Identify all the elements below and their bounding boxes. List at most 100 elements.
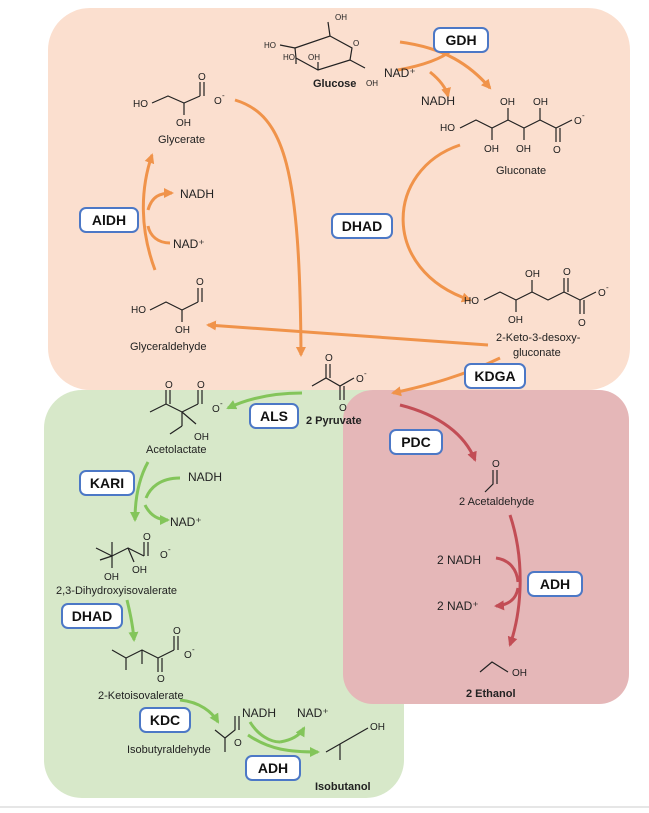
svg-text:O: O <box>157 674 165 685</box>
svg-text:OH: OH <box>500 97 515 108</box>
enzyme-adh-right[interactable]: ADH <box>527 571 583 597</box>
enzyme-kdga[interactable]: KDGA <box>464 363 526 389</box>
glycerate-label: Glycerate <box>158 134 205 146</box>
arrow-acetolactate-dhiv <box>130 461 150 522</box>
svg-text:O: O <box>325 353 333 364</box>
svg-text:O: O <box>492 459 500 470</box>
enzyme-dhad-bottom-label: DHAD <box>72 608 112 624</box>
arrow-adh2-nad-out <box>494 587 520 611</box>
svg-text:-: - <box>168 545 171 554</box>
arrow-gdh-nadh-out <box>429 70 451 98</box>
svg-text:OH: OH <box>525 269 540 280</box>
arrow-aldh-nad-in <box>146 225 171 245</box>
enzyme-kari[interactable]: KARI <box>79 470 135 496</box>
svg-text:O: O <box>184 650 192 661</box>
enzyme-adh-bottom[interactable]: ADH <box>245 755 301 781</box>
kdg-label-line2: gluconate <box>513 347 561 359</box>
kiv-structure: O O O- <box>111 626 195 685</box>
pyruvate-label: 2 Pyruvate <box>306 415 362 427</box>
svg-text:O: O <box>173 626 181 637</box>
enzyme-adh-bottom-label: ADH <box>258 760 288 776</box>
svg-text:O: O <box>197 380 205 391</box>
enzyme-dhad-bottom[interactable]: DHAD <box>61 603 123 629</box>
red-region <box>343 390 629 704</box>
acetolactate-label: Acetolactate <box>146 444 207 456</box>
dhiv-label: 2,3-Dihydroxyisovalerate <box>56 585 177 597</box>
enzyme-aldh-label: AlDH <box>92 212 126 228</box>
glyceraldehyde-structure: OH O HO <box>131 277 204 336</box>
enzyme-kari-label: KARI <box>90 475 124 491</box>
svg-text:OH: OH <box>104 572 119 583</box>
ethanol-label: 2 Ethanol <box>466 688 516 700</box>
svg-text:HO: HO <box>464 296 479 307</box>
glycerate-structure: OH O O- HO <box>133 72 225 129</box>
arrow-pyruvate-acetolactate <box>226 391 303 410</box>
ethanol-structure: OH <box>479 661 527 679</box>
svg-text:OH: OH <box>512 668 527 679</box>
gdh-nadh-label: NADH <box>421 94 455 108</box>
svg-text:OH: OH <box>132 565 147 576</box>
kari-nad-label: NAD⁺ <box>170 515 202 529</box>
enzyme-dhad-top-label: DHAD <box>342 218 382 234</box>
glucose-structure: OH HO HO OH O OH <box>264 13 378 88</box>
enzyme-kdc[interactable]: KDC <box>139 707 191 733</box>
enzyme-dhad-top[interactable]: DHAD <box>331 213 393 239</box>
arrow-pyruvate-acetaldehyde <box>399 403 477 462</box>
arrow-glyceraldehyde-glycerate <box>141 153 157 271</box>
svg-text:OH: OH <box>366 79 378 88</box>
gdh-nad-label: NAD⁺ <box>384 66 416 80</box>
arrow-adh2-nadh-in <box>495 556 520 583</box>
enzyme-pdc[interactable]: PDC <box>389 429 443 455</box>
acetolactate-structure: O O O- OH <box>149 380 223 443</box>
isobutyraldehyde-label: Isobutyraldehyde <box>127 744 211 756</box>
svg-text:-: - <box>582 111 585 120</box>
aldh-nadh-label: NADH <box>180 187 214 201</box>
svg-text:HO: HO <box>133 99 148 110</box>
svg-text:OH: OH <box>176 118 191 129</box>
kari-nadh-label: NADH <box>188 470 222 484</box>
gluconate-structure: OH OH OH OH O O- HO <box>440 97 585 156</box>
enzyme-adh-right-label: ADH <box>540 576 570 592</box>
enzyme-gdh-label: GDH <box>445 32 476 48</box>
enzyme-als[interactable]: ALS <box>249 403 299 429</box>
gluconate-label: Gluconate <box>496 165 546 177</box>
svg-text:HO: HO <box>440 123 455 134</box>
adh2-nadh-label: 2 NADH <box>437 553 481 567</box>
red-arrows <box>399 403 522 647</box>
arrow-dhiv-kiv <box>125 599 139 642</box>
svg-text:OH: OH <box>308 53 320 62</box>
isobutanol-label: Isobutanol <box>315 781 371 793</box>
enzyme-gdh[interactable]: GDH <box>433 27 489 53</box>
svg-text:O: O <box>143 532 151 543</box>
svg-text:OH: OH <box>484 144 499 155</box>
arrow-kdg-glyceraldehyde <box>206 320 489 347</box>
svg-text:O: O <box>196 277 204 288</box>
svg-text:HO: HO <box>283 53 295 62</box>
svg-text:OH: OH <box>335 13 347 22</box>
svg-text:O: O <box>339 403 347 414</box>
isobutyraldehyde-structure: O <box>214 716 242 752</box>
svg-text:OH: OH <box>533 97 548 108</box>
arrow-glycerate-pyruvate <box>234 98 306 357</box>
svg-text:-: - <box>222 91 225 100</box>
svg-text:O: O <box>234 738 242 749</box>
kdg-structure: OH O OH O O- HO <box>464 267 609 329</box>
aldh-nad-label: NAD⁺ <box>173 237 205 251</box>
arrow-kiv-isobutyraldehyde <box>179 698 220 724</box>
acetaldehyde-label: 2 Acetaldehyde <box>459 496 534 508</box>
isobutanol-structure: OH <box>325 722 385 760</box>
enzyme-aldh[interactable]: AlDH <box>79 207 139 233</box>
svg-text:O: O <box>356 374 364 385</box>
svg-text:O: O <box>214 96 222 107</box>
svg-text:O: O <box>165 380 173 391</box>
adh2-nad-label: 2 NAD⁺ <box>437 599 479 613</box>
kdg-label-line1: 2-Keto-3-desoxy- <box>496 332 581 344</box>
svg-text:O: O <box>574 116 582 127</box>
orange-arrows <box>141 40 501 397</box>
dhiv-structure: OH OH O O- <box>95 532 171 583</box>
svg-text:O: O <box>563 267 571 278</box>
arrow-isobutyraldehyde-isobutanol <box>247 733 320 757</box>
acetaldehyde-structure: O <box>484 459 500 493</box>
arrow-gluconate-kdg <box>401 143 472 303</box>
arrow-kari-nadh-in <box>144 476 181 499</box>
